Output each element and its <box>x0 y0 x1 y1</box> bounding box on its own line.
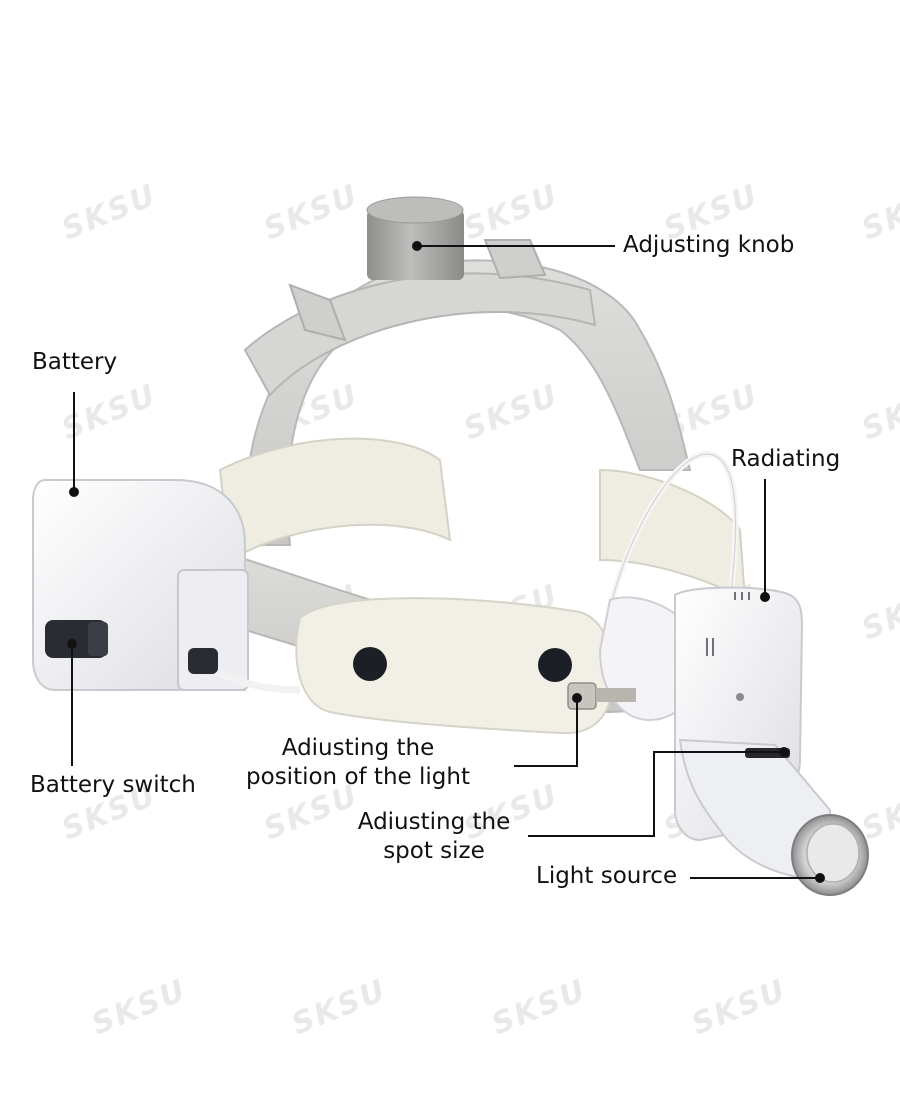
label-adjusting-spot-line1: Adiusting the <box>357 809 511 835</box>
rear-pad <box>218 437 452 562</box>
light-source-lens <box>806 823 860 883</box>
label-adjusting-spot-line2: spot size <box>383 838 485 864</box>
pad-rivet <box>353 647 387 681</box>
callout-dots <box>67 241 825 883</box>
position-screw <box>567 682 597 710</box>
callout-dot <box>572 693 582 703</box>
adjusting-knob-top <box>366 196 464 224</box>
callout-dot <box>815 873 825 883</box>
label-light-source: Light source <box>536 863 678 889</box>
battery-switch-cap <box>88 622 108 656</box>
pad-rivet <box>538 648 572 682</box>
label-adjusting-spot: Adiusting the spot size <box>351 808 517 866</box>
battery-plug <box>188 648 218 674</box>
callout-dot <box>412 241 422 251</box>
callout-lines <box>71 245 820 879</box>
callout-dot <box>67 639 77 649</box>
label-adjusting-knob: Adjusting knob <box>623 232 795 258</box>
callout-dot <box>69 487 79 497</box>
label-battery: Battery <box>32 349 118 375</box>
label-adjusting-position: Adiusting the position of the light <box>238 734 478 792</box>
label-battery-switch: Battery switch <box>30 772 196 798</box>
callout-line-spot <box>528 751 784 837</box>
power-cable <box>609 453 737 611</box>
callout-dot <box>779 747 789 757</box>
side-pad <box>599 468 747 602</box>
radiating-vents <box>706 592 750 656</box>
label-radiating: Radiating <box>731 446 841 472</box>
label-adjusting-position-line1: Adiusting the <box>281 735 435 761</box>
front-pad <box>295 597 614 735</box>
position-screw-shaft <box>596 688 636 702</box>
label-adjusting-position-line2: position of the light <box>246 764 470 790</box>
top-strap-clip <box>288 283 347 342</box>
callout-line-position <box>514 698 578 767</box>
callout-dot <box>760 592 770 602</box>
lamp-screw <box>736 693 744 701</box>
top-strap-clip <box>483 239 547 280</box>
